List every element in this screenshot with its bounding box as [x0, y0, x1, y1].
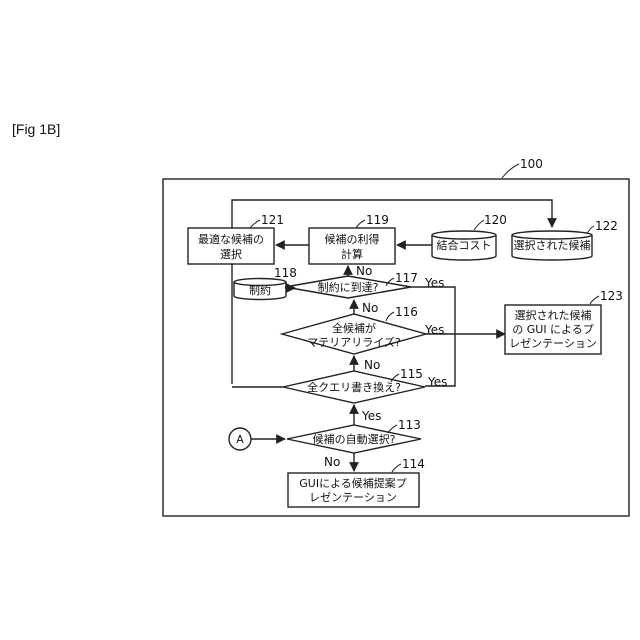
yes-label-117: Yes: [424, 276, 444, 290]
no-label-113: No: [324, 455, 340, 469]
ref-compute-benefit: 119: [366, 213, 389, 227]
compute-benefit-line2: 計算: [341, 247, 363, 261]
select-optimal-line2: 選択: [220, 247, 242, 261]
ref-gui-proposal: 114: [402, 457, 425, 471]
gui-proposal-line1: GUIによる候補提案プ: [299, 476, 407, 490]
ref-auto-select-check: 113: [398, 418, 421, 432]
yes-label-113: Yes: [361, 409, 381, 423]
ref-constraint-check: 117: [395, 271, 418, 285]
select-optimal-line1: 最適な候補の: [198, 232, 264, 246]
ref-constraints: 118: [274, 266, 297, 280]
gui-presentation-line2: の GUI によるプ: [512, 323, 593, 336]
gui-presentation-line1: 選択された候補: [515, 308, 592, 322]
gui-proposal-line2: レゼンテーション: [309, 491, 397, 504]
no-label-115: No: [364, 358, 380, 372]
gui-presentation-line3: レゼンテーション: [509, 337, 597, 350]
constraint-check-label: 制約に到達?: [318, 280, 379, 294]
materialize-check-line2: マテリアリライズ?: [307, 335, 401, 349]
no-label-117: No: [356, 264, 372, 278]
ref-materialize-check: 116: [395, 305, 418, 319]
connector-a-label: A: [236, 433, 244, 446]
compute-benefit-line1: 候補の利得: [325, 232, 380, 246]
constraints-label: 制約: [249, 283, 271, 297]
join-cost-label: 結合コスト: [437, 238, 492, 252]
ref-system: 100: [520, 157, 543, 171]
ref-rewrite-check: 115: [400, 367, 423, 381]
ref-selected-candidates: 122: [595, 219, 618, 233]
ref-select-optimal: 121: [261, 213, 284, 227]
yes-label-115: Yes: [427, 375, 447, 389]
yes-label-116: Yes: [424, 323, 444, 337]
no-label-116: No: [362, 301, 378, 315]
selected-candidates-label: 選択された候補: [514, 238, 591, 252]
ref-join-cost: 120: [484, 213, 507, 227]
auto-select-check-label: 候補の自動選択?: [313, 432, 396, 446]
ref-gui-presentation: 123: [600, 289, 623, 303]
materialize-check-line1: 全候補が: [332, 321, 376, 335]
rewrite-check-label: 全クエリ書き換え?: [307, 380, 401, 394]
